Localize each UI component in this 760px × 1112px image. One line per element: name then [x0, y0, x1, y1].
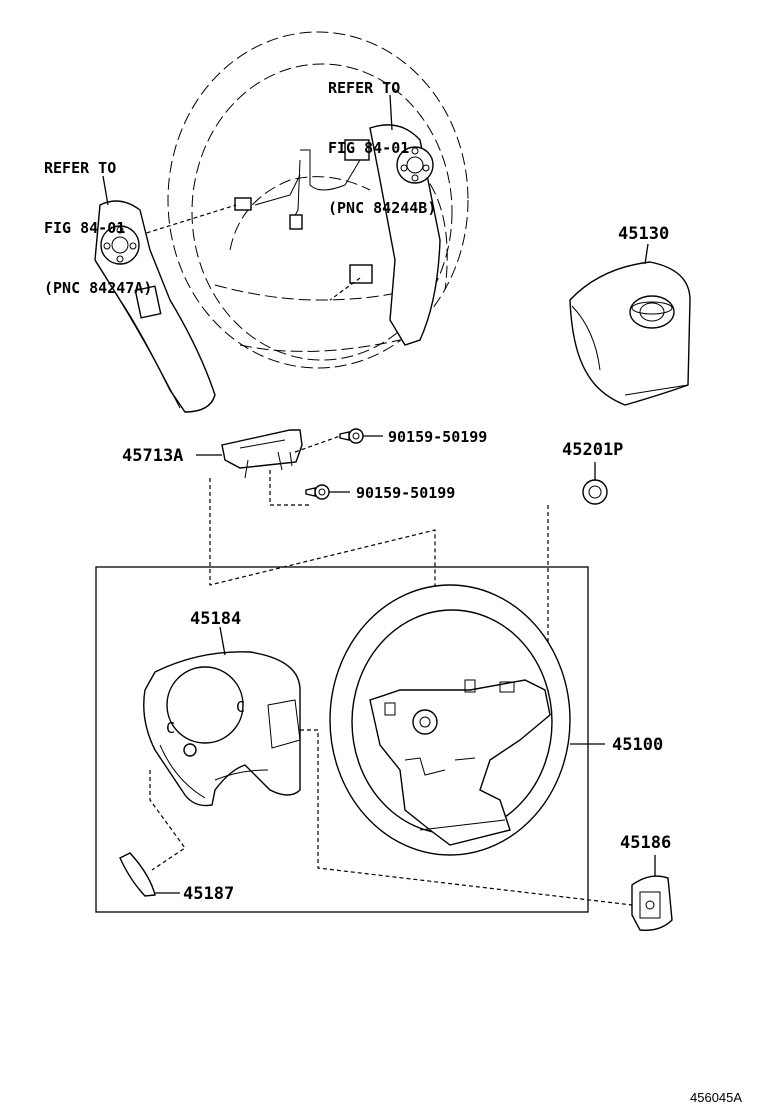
- clip-mark: C: [236, 698, 246, 716]
- part-label-90159-lower: 90159-50199: [356, 484, 456, 502]
- part-label-45187: 45187: [183, 884, 235, 904]
- reference-line: FIG 84-01: [44, 219, 126, 237]
- reference-line: REFER TO: [328, 79, 401, 97]
- reference-line: (PNC 84247A): [44, 279, 153, 297]
- lower-cover-45184: [143, 626, 301, 807]
- figure-id: 456045A: [690, 1090, 743, 1105]
- reference-note-left: REFER TO FIG 84-01 (PNC 84247A): [44, 118, 152, 318]
- part-label-45201p: 45201P: [562, 440, 624, 460]
- reference-line: REFER TO: [44, 159, 117, 177]
- assembly-box: [95, 566, 589, 913]
- part-label-45100: 45100: [612, 735, 664, 755]
- steering-wheel-45100: [329, 584, 605, 856]
- reference-steering-wheel: [139, 31, 469, 369]
- part-label-45186: 45186: [620, 833, 672, 853]
- screw-lower: [305, 484, 350, 500]
- part-label-90159-upper: 90159-50199: [388, 428, 488, 446]
- reference-line: (PNC 84244B): [328, 199, 437, 217]
- horn-pad-45130: [569, 243, 691, 406]
- part-label-45713a: 45713A: [122, 446, 184, 466]
- part-label-45130: 45130: [618, 224, 670, 244]
- clip-mark: C: [166, 719, 176, 737]
- switch-45186: [300, 729, 673, 931]
- screw-upper: [339, 428, 383, 444]
- reference-note-top: REFER TO FIG 84-01 (PNC 84244B): [328, 38, 436, 238]
- small-cover-45187: [119, 770, 186, 897]
- left-switch-assembly: [94, 175, 216, 413]
- reference-line: FIG 84-01: [328, 139, 410, 157]
- part-label-45184: 45184: [190, 609, 242, 629]
